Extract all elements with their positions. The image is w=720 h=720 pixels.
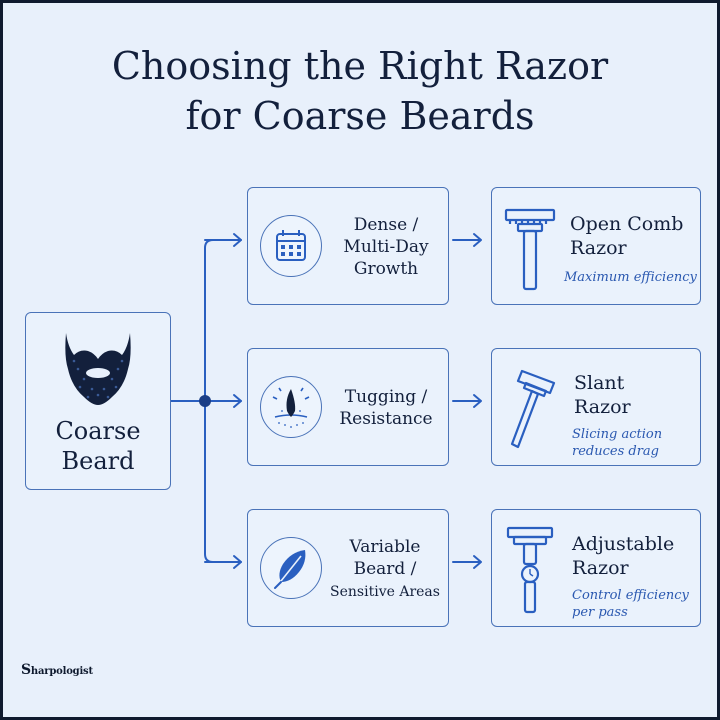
razor-box-adjustable: Adjustable Razor Control efficiency per … xyxy=(491,509,701,627)
source-box: Coarse Beard xyxy=(25,312,171,490)
razor-name-line: Razor xyxy=(572,557,629,579)
condition-label-variable: Variable Beard / Sensitive Areas xyxy=(324,536,446,603)
condition-box-variable: Variable Beard / Sensitive Areas xyxy=(247,509,449,627)
title-line-2: for Coarse Beards xyxy=(185,94,535,138)
feather-icon xyxy=(260,537,322,599)
razor-note-line: Control efficiency xyxy=(572,588,689,603)
condition-label-dense: Dense / Multi-Day Growth xyxy=(330,214,442,280)
title-line-1: Choosing the Right Razor xyxy=(111,44,609,88)
row-1-arrow xyxy=(452,233,482,247)
razor-note-line: per pass xyxy=(572,605,628,620)
razor-note-line: Slicing action xyxy=(572,427,663,442)
arrow-head-3 xyxy=(233,555,242,569)
source-label-line-1: Coarse xyxy=(55,417,141,445)
beard-icon xyxy=(65,333,131,405)
brand-logo: Sharpologist xyxy=(21,662,93,678)
source-label-line-2: Beard xyxy=(61,447,135,475)
junction-dot xyxy=(199,395,211,407)
source-label: Coarse Beard xyxy=(26,416,170,476)
razor-name-line: Adjustable xyxy=(572,533,675,555)
calendar-icon xyxy=(260,215,322,277)
razor-note-open-comb: Maximum efficiency xyxy=(564,269,697,286)
row-2-arrow xyxy=(452,394,482,408)
condition-line: Multi-Day xyxy=(343,237,429,257)
razor-name-line: Open Comb xyxy=(570,213,684,235)
razor-name-line: Razor xyxy=(574,396,631,418)
condition-line: Beard / xyxy=(353,559,417,579)
condition-line: Growth xyxy=(353,259,419,279)
adjustable-razor-icon xyxy=(506,526,554,614)
razor-box-slant: Slant Razor Slicing action reduces drag xyxy=(491,348,701,466)
razor-name-line: Razor xyxy=(570,237,627,259)
arrow-head-1 xyxy=(233,233,242,247)
razor-note-adjustable: Control efficiency per pass xyxy=(572,587,689,621)
razor-name-open-comb: Open Comb Razor xyxy=(570,212,683,260)
open-comb-razor-icon xyxy=(504,208,556,291)
row-3-arrow xyxy=(452,555,482,569)
razor-box-open-comb: Open Comb Razor Maximum efficiency xyxy=(491,187,701,305)
slant-razor-icon xyxy=(510,369,556,449)
razor-note-slant: Slicing action reduces drag xyxy=(572,426,662,460)
condition-box-tugging: Tugging / Resistance xyxy=(247,348,449,466)
connector-arrows xyxy=(170,233,482,569)
razor-note-line: Maximum efficiency xyxy=(564,270,697,285)
condition-line: Variable xyxy=(349,537,421,557)
arrow-head-2 xyxy=(233,394,242,408)
razor-note-line: reduces drag xyxy=(572,444,659,459)
hair-follicle-icon xyxy=(260,376,322,438)
razor-name-slant: Slant Razor xyxy=(574,371,631,419)
page-title: Choosing the Right Razor for Coarse Bear… xyxy=(3,41,717,141)
brand-logo-initial: S xyxy=(21,662,31,678)
razor-name-adjustable: Adjustable Razor xyxy=(572,532,674,580)
condition-line: Sensitive Areas xyxy=(330,584,440,600)
razor-name-line: Slant xyxy=(574,372,625,394)
condition-box-dense: Dense / Multi-Day Growth xyxy=(247,187,449,305)
condition-label-tugging: Tugging / Resistance xyxy=(330,386,442,430)
brand-logo-rest: harpologist xyxy=(30,666,93,677)
condition-line: Tugging / xyxy=(344,387,428,407)
condition-line: Resistance xyxy=(339,409,433,429)
condition-line: Dense / xyxy=(353,215,419,235)
